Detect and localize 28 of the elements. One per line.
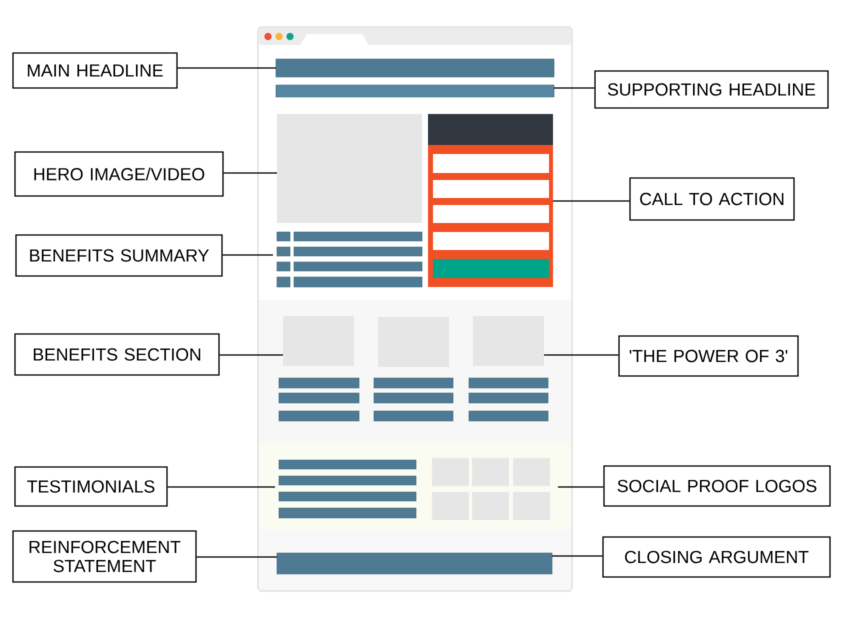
subheadline-bar [276, 84, 554, 98]
leader-line [168, 486, 275, 488]
leader-line [554, 87, 594, 89]
label-box: HERO IMAGE/VIDEO [14, 151, 224, 197]
leader-line [196, 556, 277, 558]
leader-line [220, 354, 283, 356]
leader-line [544, 354, 618, 356]
leader-line [558, 486, 604, 488]
leader-line [552, 555, 602, 557]
label-box: BENEFITS SECTION [14, 333, 220, 376]
image-placeholder [473, 316, 544, 366]
label-box: MAIN HEADLINE [12, 52, 178, 89]
leader-line [224, 172, 277, 174]
leader-line [553, 200, 630, 202]
label-box: SOCIAL PROOF LOGOS [603, 465, 831, 507]
label-box: SUPPORTING HEADLINE [594, 70, 829, 109]
label-box: BENEFITS SUMMARY [15, 234, 223, 277]
headline-bar [276, 58, 554, 78]
closing-bar [276, 552, 552, 574]
label-box: CLOSING ARGUMENT [602, 536, 831, 578]
leader-line [178, 67, 276, 69]
label-box: TESTIMONIALS [14, 466, 168, 507]
label-box: REINFORCEMENT STATEMENT [12, 530, 197, 583]
leader-line [222, 254, 273, 256]
image-placeholder [283, 316, 354, 366]
label-box: 'THE POWER OF 3' [618, 335, 799, 377]
label-box: CALL TO ACTION [629, 177, 795, 221]
hero-image-placeholder [277, 114, 422, 223]
